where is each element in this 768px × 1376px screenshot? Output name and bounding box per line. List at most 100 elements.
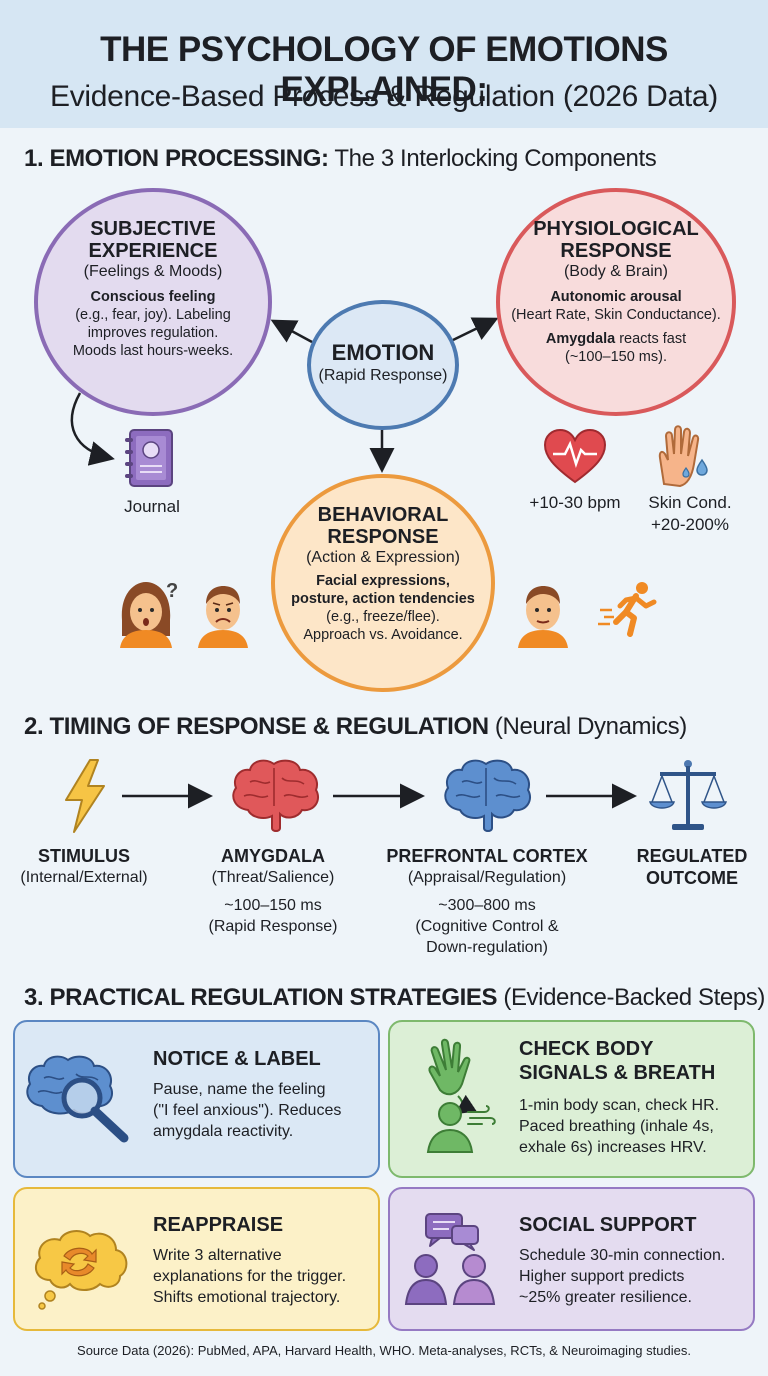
- neutral-man-icon: [518, 586, 568, 648]
- emotion-center-circle: [307, 300, 459, 430]
- brain-magnifier-icon: [26, 1055, 129, 1143]
- amygdala-time: ~100–150 ms: [224, 897, 322, 914]
- card-social-support-body-2: Higher support predicts: [519, 1268, 685, 1285]
- subjective-body-2: improves regulation.: [87, 325, 219, 341]
- emotion-sub: (Rapid Response): [318, 367, 448, 384]
- timeline-step-amygdala: AMYGDALA (Threat/Salience) ~100–150 ms (…: [188, 845, 358, 937]
- timeline-step-outcome: REGULATED OUTCOME: [612, 845, 768, 889]
- emotion-title: EMOTION: [331, 340, 435, 365]
- card-notice-label-title: NOTICE & LABEL: [153, 1048, 321, 1070]
- page-subtitle: Evidence-Based Process & Regulation (202…: [50, 80, 718, 113]
- prefrontal-sub: (Appraisal/Regulation): [407, 869, 567, 886]
- subjective-body-bold: Conscious feeling: [90, 289, 216, 305]
- card-reappraise-body-3: Shifts emotional trajectory.: [153, 1289, 341, 1306]
- stimulus-title: STIMULUS: [38, 846, 130, 866]
- stimulus-sub: (Internal/External): [20, 869, 148, 886]
- header-banner: [0, 0, 768, 128]
- source-footer: Source Data (2026): PubMed, APA, Harvard…: [77, 1343, 691, 1358]
- card-body-signals-body-1: 1-min body scan, check HR.: [519, 1097, 720, 1114]
- behavioral-body-2: Approach vs. Avoidance.: [303, 627, 463, 643]
- physiological-body-2: reacts fast: [615, 331, 687, 347]
- subjective-title-2: EXPERIENCE: [88, 240, 218, 262]
- card-social-support-body-1: Schedule 30-min connection.: [519, 1247, 726, 1264]
- section2-heading: 2. TIMING OF RESPONSE & REGULATION (Neur…: [24, 713, 687, 741]
- subjective-sub: (Feelings & Moods): [83, 263, 223, 280]
- section3-heading-rest: (Evidence-Backed Steps): [497, 984, 765, 1011]
- section1-heading: 1. EMOTION PROCESSING: The 3 Interlockin…: [24, 145, 657, 173]
- physiological-response-circle: [496, 188, 736, 416]
- behavioral-response-circle: [271, 474, 495, 692]
- outcome-title-2: OUTCOME: [646, 868, 738, 888]
- behavioral-title-2: RESPONSE: [327, 526, 439, 548]
- timeline-step-prefrontal: PREFRONTAL CORTEX (Appraisal/Regulation)…: [378, 845, 596, 958]
- card-notice-label-text: NOTICE & LABEL Pause, name the feeling (…: [153, 1047, 373, 1142]
- prefrontal-title: PREFRONTAL CORTEX: [386, 846, 588, 866]
- section2-heading-bold: 2. TIMING OF RESPONSE & REGULATION: [24, 713, 489, 740]
- hand-breath-icon: [426, 1038, 496, 1153]
- heart-rate-icon: [543, 428, 607, 484]
- card-reappraise-body-2: explanations for the trigger.: [153, 1268, 347, 1285]
- prefrontal-cortex-brain-icon: [444, 759, 532, 832]
- card-reappraise-title: REAPPRAISE: [153, 1214, 284, 1236]
- physiological-body-3: (~100–150 ms).: [565, 349, 667, 365]
- emotion-center-text: EMOTION (Rapid Response): [307, 340, 459, 386]
- outcome-title-1: REGULATED: [636, 846, 748, 866]
- lightning-bolt-icon: [65, 759, 105, 833]
- card-social-support-text: SOCIAL SUPPORT Schedule 30-min connectio…: [519, 1213, 751, 1308]
- amygdala-sub: (Threat/Salience): [211, 869, 335, 886]
- physiological-title-2: RESPONSE: [560, 240, 672, 262]
- subjective-title-1: SUBJECTIVE: [90, 218, 216, 240]
- card-reappraise-text: REAPPRAISE Write 3 alternative explanati…: [153, 1213, 378, 1308]
- prefrontal-time: ~300–800 ms: [438, 897, 536, 914]
- behavioral-sub: (Action & Expression): [306, 549, 460, 566]
- card-reappraise-body-1: Write 3 alternative: [153, 1247, 282, 1264]
- section1-arrows: [70, 317, 499, 473]
- physiological-response-text: PHYSIOLOGICAL RESPONSE (Body & Brain) Au…: [496, 218, 736, 366]
- card-notice-label-body-2: ("I feel anxious"). Reduces: [153, 1102, 342, 1119]
- subjective-body-1: (e.g., fear, joy). Labeling: [75, 307, 231, 323]
- heart-rate-label: +10-30 bpm: [529, 493, 621, 512]
- page-title: THE PSYCHOLOGY OF EMOTIONS EXPLAINED:: [100, 30, 668, 109]
- prefrontal-time-note-1: (Cognitive Control &: [415, 918, 559, 935]
- card-notice-label-body-3: amygdala reactivity.: [153, 1123, 294, 1140]
- journal-icon: [125, 429, 173, 487]
- behavioral-body-bold-2: posture, action tendencies: [291, 591, 475, 607]
- section1-heading-bold: 1. EMOTION PROCESSING:: [24, 145, 329, 172]
- card-body-signals-body-2: Paced breathing (inhale 4s,: [519, 1118, 714, 1135]
- physiological-sub: (Body & Brain): [563, 263, 669, 280]
- card-body-signals-body-3: exhale 6s) increases HRV.: [519, 1139, 707, 1156]
- running-person-icon: [598, 582, 657, 637]
- physiological-title-1: PHYSIOLOGICAL: [533, 218, 699, 240]
- card-body-signals-text: CHECK BODY SIGNALS & BREATH 1-min body s…: [519, 1037, 749, 1158]
- section2-arrows: [122, 783, 637, 809]
- strategy-card-social-support: [388, 1187, 755, 1331]
- skin-label-1: Skin Cond.: [648, 493, 732, 512]
- amygdala-brain-icon: [232, 759, 320, 832]
- behavioral-body-bold-1: Facial expressions,: [316, 573, 450, 589]
- card-social-support-title: SOCIAL SUPPORT: [519, 1214, 697, 1236]
- physiological-body-bold: Autonomic arousal: [550, 289, 682, 305]
- section3-heading: 3. PRACTICAL REGULATION STRATEGIES (Evid…: [24, 984, 765, 1012]
- card-notice-label-body-1: Pause, name the feeling: [153, 1081, 326, 1098]
- thought-cloud-cycle-icon: [34, 1230, 128, 1310]
- people-chat-icon: [404, 1213, 496, 1305]
- section1-heading-rest: The 3 Interlocking Components: [328, 145, 657, 172]
- behavioral-response-text: BEHAVIORAL RESPONSE (Action & Expression…: [271, 504, 495, 644]
- question-mark: ?: [166, 580, 179, 602]
- strategy-card-reappraise: [13, 1187, 380, 1331]
- amygdala-title: AMYGDALA: [221, 846, 325, 866]
- subjective-experience-text: SUBJECTIVE EXPERIENCE (Feelings & Moods)…: [34, 218, 272, 360]
- section2-heading-rest: (Neural Dynamics): [488, 713, 687, 740]
- balance-scale-icon: [649, 760, 727, 830]
- subjective-body-3: Moods last hours-weeks.: [72, 343, 234, 359]
- worried-man-icon: [198, 586, 248, 648]
- prefrontal-time-note-2: Down-regulation): [426, 939, 548, 956]
- subjective-experience-circle: [34, 188, 272, 416]
- amygdala-time-note: (Rapid Response): [208, 918, 338, 935]
- sweating-hand-icon: [658, 425, 708, 488]
- timeline-step-stimulus: STIMULUS (Internal/External): [0, 845, 168, 888]
- physiological-body-1: (Heart Rate, Skin Conductance).: [511, 307, 721, 323]
- skin-conductance-label: Skin Cond. +20-200%: [625, 492, 755, 536]
- behavioral-title-1: BEHAVIORAL: [317, 504, 449, 526]
- section3-heading-bold: 3. PRACTICAL REGULATION STRATEGIES: [24, 984, 498, 1011]
